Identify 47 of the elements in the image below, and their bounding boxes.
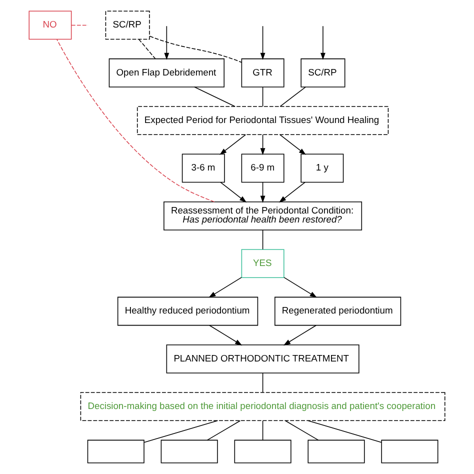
arrow — [208, 277, 242, 298]
connector — [262, 372, 264, 393]
arrow — [283, 324, 316, 346]
node-box: YES — [241, 249, 284, 278]
connector — [285, 420, 319, 440]
arrow — [220, 134, 246, 155]
arrow — [320, 26, 326, 60]
connector — [262, 230, 264, 250]
node-box: 1 y — [300, 154, 344, 183]
connector — [71, 24, 88, 26]
arrow — [260, 26, 266, 60]
node-box — [381, 440, 438, 464]
connector — [262, 86, 264, 107]
arrow — [279, 182, 306, 203]
node-box — [234, 440, 292, 464]
arrow — [260, 134, 266, 156]
node-box: NO — [28, 10, 72, 40]
node-box — [87, 440, 144, 464]
connector — [194, 86, 236, 107]
node-box: Regenerated periodontium — [274, 296, 402, 326]
node-box: Reassessment of the Periodontal Condition: Has periodontal health been restored? — [164, 201, 362, 230]
node-box: Expected Period for Periodontal Tissues' Wound Healing — [136, 106, 389, 136]
node-box: Open Flap Debridement — [108, 58, 224, 88]
node-box: Healthy reduced periodontium — [117, 296, 258, 326]
node-box: 3-6 m — [182, 154, 225, 183]
connector — [262, 420, 264, 440]
node-box — [308, 440, 365, 464]
node-box: SC/RP — [105, 10, 150, 40]
node-box: 6-9 m — [241, 154, 284, 183]
node-box: SC/RP — [300, 58, 346, 88]
node-box — [160, 440, 218, 464]
connector — [149, 36, 242, 63]
connector — [138, 38, 156, 60]
connector — [144, 420, 218, 443]
node-box: Decision-making based on the initial periodontal diagnosis and patient's cooperation — [80, 392, 446, 422]
connector — [56, 39, 215, 202]
arrow — [164, 26, 170, 60]
arrow — [284, 277, 317, 298]
arrow — [220, 182, 247, 203]
node-box: PLANNED ORTHODONTIC TREATMENT — [166, 344, 360, 374]
arrow — [209, 324, 242, 346]
node-box: GTR — [241, 58, 284, 88]
arrow — [280, 134, 306, 155]
connector — [206, 420, 241, 440]
connector — [307, 420, 382, 443]
arrow — [260, 182, 266, 203]
connector — [280, 86, 306, 107]
